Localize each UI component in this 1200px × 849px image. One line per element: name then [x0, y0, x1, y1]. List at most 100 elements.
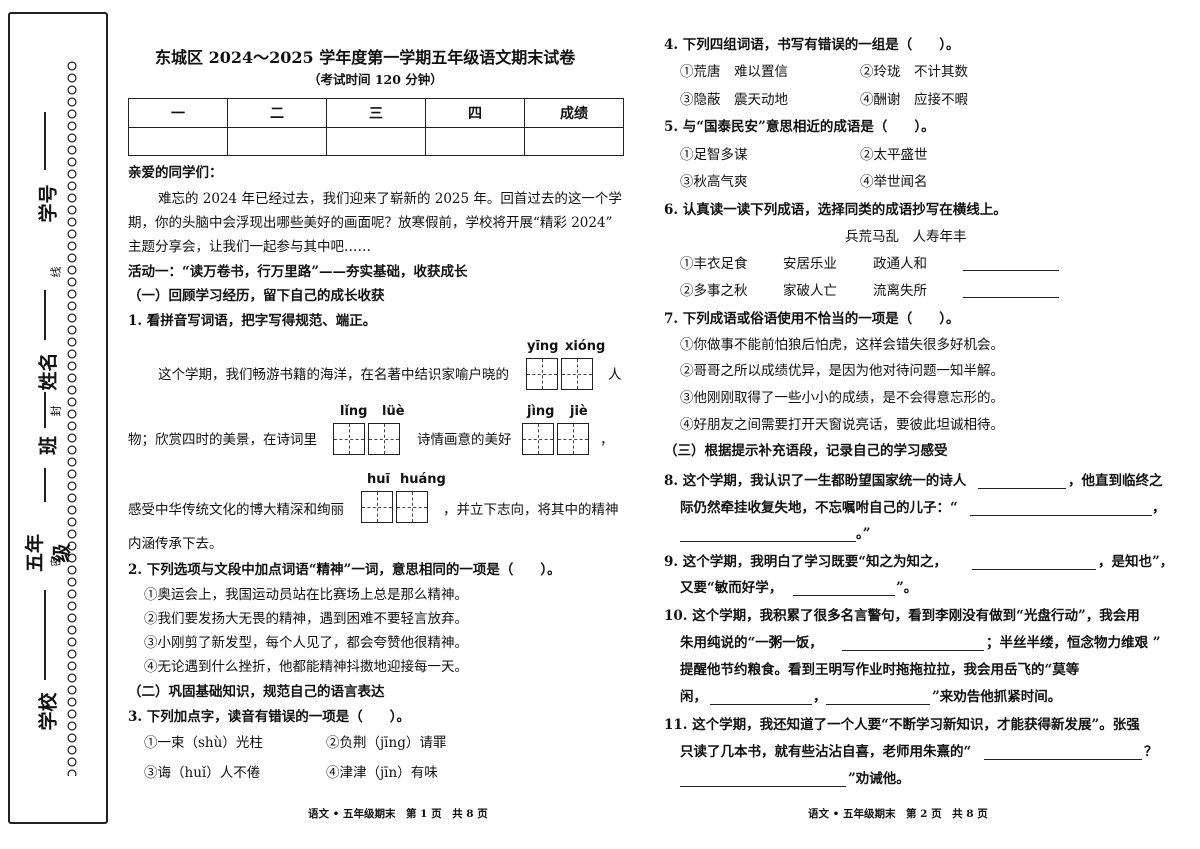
q11-line-3b: ”劝诫他。 — [848, 771, 910, 787]
q9-line-1b: ，是知也”， — [1098, 554, 1174, 570]
q9-line-2a: 又要“敏而好学， — [680, 580, 783, 596]
question-7: 7. 下列成语或俗语使用不恰当的一项是（ ）。 — [664, 311, 960, 327]
q6-row2-idiom-2: 家破人亡 — [783, 283, 837, 299]
q8-line-1a: 8. 这个学期，我认识了一生都盼望国家统一的诗人 — [664, 473, 967, 489]
writing-grid-jingjie[interactable] — [522, 423, 589, 455]
score-cell-total[interactable] — [524, 126, 624, 156]
q7-option-4[interactable]: ④好朋友之间需要打开天窗说亮话，要彼此坦诚相待。 — [680, 417, 1004, 433]
exam-duration: （考试时间 120 分钟） — [308, 72, 443, 87]
q8-line-2a: 际仍然牵挂收复失地，不忘嘱咐自己的儿子：“ — [680, 500, 958, 516]
page-1-footer: 语文 • 五年级期末 第 1 页 共 8 页 — [308, 808, 488, 820]
q4-option-4[interactable]: ④酬谢 应接不暇 — [860, 92, 968, 108]
score-cell-4[interactable] — [425, 126, 525, 156]
school-line — [44, 590, 46, 680]
q1-line-3b: ，并立下志向，将其中的精神 — [443, 502, 619, 518]
q7-option-1[interactable]: ①你做事不能前怕狼后怕虎，这样会错失很多好机会。 — [680, 337, 1004, 353]
q1-line-3a: 感受中华传统文化的博大精深和绚丽 — [128, 502, 344, 518]
q9-blank-2[interactable] — [793, 595, 895, 596]
activity-one-heading: 活动一：“读万卷书，行万里路”——夯实基础，收获成长 — [128, 264, 468, 280]
writing-grid-lingle[interactable] — [333, 423, 400, 455]
score-cell-2[interactable] — [227, 126, 327, 156]
q10-blank-2[interactable] — [710, 704, 812, 705]
writing-cell[interactable] — [561, 358, 593, 390]
section-one-heading: （一）回顾学习经历，留下自己的成长收获 — [128, 288, 385, 304]
pinyin-hui: huī — [367, 472, 390, 487]
section-two-heading: （二）巩固基础知识，规范自己的语言表达 — [128, 684, 385, 700]
q8-poem-blank-2[interactable] — [680, 541, 856, 542]
student-id-label: 学号 — [37, 184, 60, 223]
q2-option-4[interactable]: ④无论遇到什么挫折，他都能精神抖擞地迎接每一天。 — [144, 659, 468, 675]
writing-cell[interactable] — [396, 491, 428, 523]
q8-poet-blank[interactable] — [978, 488, 1066, 489]
pinyin-ling: lǐng — [340, 404, 368, 419]
q3-option-4[interactable]: ④津津（jīn）有味 — [326, 765, 438, 781]
name-line-lower — [44, 392, 46, 428]
question-2: 2. 下列选项与文段中加点词语“精神”一词，意思相同的一项是（ ）。 — [128, 562, 561, 578]
q3-option-3[interactable]: ③诲（huǐ）人不倦 — [144, 765, 261, 781]
q3-option-1[interactable]: ①一束（shù）光柱 — [144, 735, 263, 751]
q1-line-4: 内涵传承下去。 — [128, 536, 223, 552]
q10-line-3: 提醒他节约粮食。看到王明写作业时拖拖拉拉，我会用岳飞的“莫等 — [680, 662, 1080, 678]
writing-cell[interactable] — [333, 423, 365, 455]
q8-line-3: 。” — [856, 526, 871, 542]
q9-blank-1[interactable] — [972, 569, 1096, 570]
question-3: 3. 下列加点字，读音有错误的一项是（ ）。 — [128, 709, 411, 725]
q5-option-1[interactable]: ①足智多谋 — [680, 147, 748, 163]
q10-line-1: 10. 这个学期，我积累了很多名言警句，看到李刚没有做到“光盘行动”，我会用 — [664, 608, 1140, 624]
q6-row1-idiom-3: 政通人和 — [873, 256, 927, 272]
q10-line-2b: ；半丝半缕，恒念物力维艰 ” — [986, 635, 1161, 651]
q6-answer-blank-2[interactable] — [963, 297, 1059, 298]
score-header-1: 一 — [128, 98, 228, 128]
intro-line-3: 主题分享会，让我们一起参与其中吧…… — [128, 239, 371, 255]
q8-poem-blank-1[interactable] — [970, 515, 1152, 516]
q6-row2-idiom-1: ②多事之秋 — [680, 283, 748, 299]
pinyin-xiong: xióng — [565, 339, 606, 354]
q6-answer-blank-1[interactable] — [963, 270, 1059, 271]
score-header-2: 二 — [227, 98, 327, 128]
q2-option-1[interactable]: ①奥运会上，我国运动员站在比赛场上总是那么精神。 — [144, 587, 468, 603]
score-cell-3[interactable] — [326, 126, 426, 156]
writing-cell[interactable] — [557, 423, 589, 455]
q5-option-4[interactable]: ④举世闻名 — [860, 174, 928, 190]
writing-cell[interactable] — [526, 358, 558, 390]
q9-line-1a: 9. 这个学期，我明白了学习既要“知之为知之， — [664, 554, 948, 570]
q10-blank-1[interactable] — [842, 650, 984, 651]
writing-grid-yingxiong[interactable] — [526, 358, 593, 390]
q2-option-3[interactable]: ③小刚剪了新发型，每个人见了，都会夸赞他很精神。 — [144, 635, 468, 651]
q4-option-2[interactable]: ②玲珑 不计其数 — [860, 64, 968, 80]
question-4: 4. 下列四组词语，书写有错误的一组是（ ）。 — [664, 37, 960, 53]
q1-line-2b: 诗情画意的美好 — [417, 432, 512, 448]
q7-option-2[interactable]: ②哥哥之所以成绩优异，是因为他对待问题一知半解。 — [680, 363, 1004, 379]
greeting: 亲爱的同学们： — [128, 165, 223, 181]
seal-mark-feng: 封 — [49, 405, 63, 417]
q10-line-4b: ， — [813, 689, 827, 705]
q4-option-3[interactable]: ③隐蔽 震天动地 — [680, 92, 788, 108]
intro-line-2: 期，你的头脑中会浮现出哪些美好的画面呢？放寒假前，学校将开展“精彩 2024” — [128, 215, 613, 231]
q5-option-3[interactable]: ③秋高气爽 — [680, 174, 748, 190]
intro-line-1: 难忘的 2024 年已经过去，我们迎来了崭新的 2025 年。回首过去的这一个学 — [158, 191, 622, 207]
q7-option-3[interactable]: ③他刚刚取得了一些小小的成绩，是不会得意忘形的。 — [680, 390, 1004, 406]
q1-line-1: 这个学期，我们畅游书籍的海洋，在名著中结识家喻户晓的 — [158, 367, 509, 383]
q11-blank-2[interactable] — [680, 786, 846, 787]
pinyin-ying: yīng — [527, 339, 559, 354]
writing-cell[interactable] — [368, 423, 400, 455]
class-line — [44, 468, 46, 502]
q9-line-2b: ”。 — [896, 580, 918, 596]
pinyin-jing: jìng — [527, 404, 555, 419]
q10-line-2a: 朱用纯说的“一粥一饭， — [680, 635, 823, 651]
q5-option-2[interactable]: ②太平盛世 — [860, 147, 928, 163]
writing-cell[interactable] — [522, 423, 554, 455]
q11-blank-1[interactable] — [984, 759, 1142, 760]
school-label: 学校 — [37, 692, 60, 731]
pinyin-huang: huáng — [400, 472, 446, 487]
q10-blank-3[interactable] — [826, 704, 930, 705]
q11-line-2b: ？ — [1144, 744, 1158, 760]
q3-option-2[interactable]: ②负荆（jīng）请罪 — [326, 735, 447, 751]
writing-cell[interactable] — [361, 491, 393, 523]
q2-option-2[interactable]: ②我们要发扬大无畏的精神，遇到困难不要轻言放弃。 — [144, 611, 468, 627]
q4-option-1[interactable]: ①荒唐 难以置信 — [680, 64, 788, 80]
q10-line-4a: 闲， — [680, 689, 707, 705]
writing-grid-huihuang[interactable] — [361, 491, 428, 523]
exam-title: 东城区 2024～2025 学年度第一学期五年级语文期末试卷 — [155, 48, 576, 67]
score-cell-1[interactable] — [128, 126, 228, 156]
